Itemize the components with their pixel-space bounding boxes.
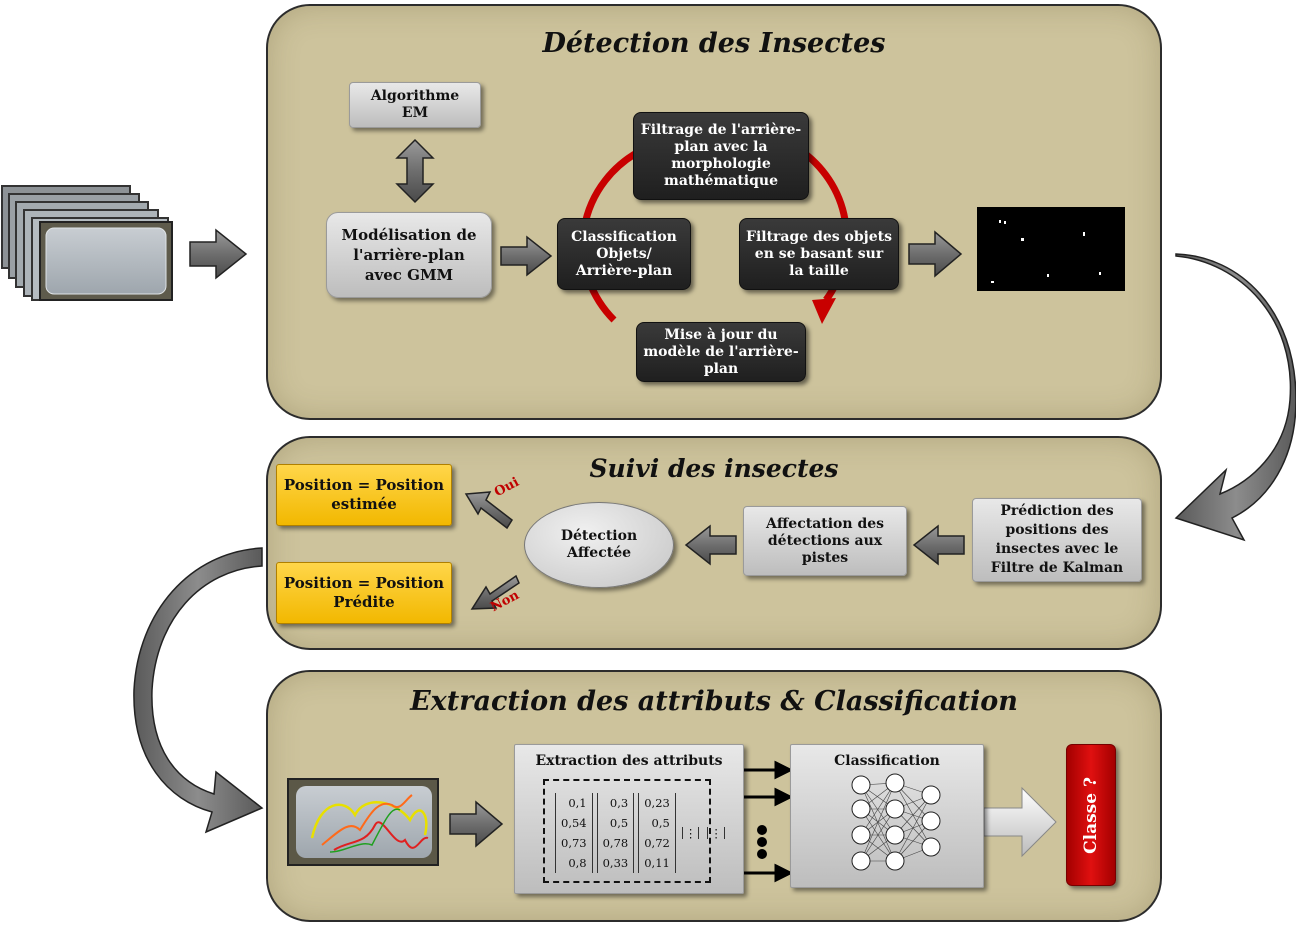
arrow-classif-to-classe [983,786,1057,858]
matrix-cell: 0,8 [568,856,587,870]
morphology-filter-box: Filtrage de l'arrière-plan avec la morph… [633,112,809,200]
arrow-em-gmm [395,138,435,204]
trajectory-image [287,778,439,866]
video-frames-stack [1,185,173,301]
background-update-box: Mise à jour du modèle de l'arrière-plan [636,322,806,382]
neural-network-icon [851,773,941,871]
matrix-col-1: 0,1 0,54 0,73 0,8 [555,793,593,873]
arrow-non [470,574,520,610]
track-assignment-box: Affectation des détections aux pistes [743,506,907,576]
extraction-title: Extraction des attributs & Classificatio… [410,686,1018,717]
feature-extraction-label: Extraction des attributs [535,753,723,769]
arrow-traj-to-extraction [449,800,504,848]
matrix-cell: 0,3 [609,796,629,810]
curve-arrow-tracking-to-extraction [133,547,264,834]
tracking-title: Suivi des insectes [589,454,839,483]
kalman-prediction-box: Prédiction des positions des insectes av… [972,498,1142,582]
gmm-box: Modélisation de l'arrière-plan avec GMM [326,212,492,298]
matrix-col-3: 0,23 0,5 0,72 0,11 [638,793,676,873]
arrow-filter-to-binary [908,230,963,278]
em-algorithm-box: Algorithme EM [349,82,481,128]
curve-arrow-detection-to-tracking [1174,253,1296,542]
matrix-cell: 0,23 [644,796,670,810]
feature-extraction-box: Extraction des attributs 0,1 0,54 0,73 0… [514,744,744,894]
matrix-cell: 0,72 [644,836,670,850]
matrix-col-2: 0,3 0,5 0,78 0,33 [596,793,635,873]
detection-title: Détection des Insectes [542,28,886,59]
class-output-box: Classe ? [1066,744,1116,886]
matrix-cell: 0,78 [602,836,629,850]
assigned-detection-ellipse: Détection Affectée [524,502,674,588]
matrix-ellipsis-col: ⋮ ⋮ [681,827,725,839]
class-output-label: Classe ? [1080,776,1101,854]
arrow-prediction-to-affectation [912,524,965,566]
matrix-cell: 0,1 [568,796,587,810]
feature-arrows [744,760,794,883]
classification-label: Classification [834,753,940,769]
matrix-cell: 0,5 [651,816,670,830]
matrix-cell: 0,11 [644,856,670,870]
arrow-gmm-to-classif [500,235,553,277]
neural-network-box: Classification [790,744,984,888]
estimated-position-box: Position = Position estimée [276,464,452,526]
classification-box: Classification Objets/ Arrière-plan [557,218,691,290]
arrow-affectation-to-detection [684,524,737,566]
matrix-cell: 0,5 [609,816,629,830]
matrix-cell: 0,54 [561,816,587,830]
arrow-frames-to-gmm [189,228,248,280]
feature-matrix: 0,1 0,54 0,73 0,8 0,3 0,5 0,78 0,33 0,23… [543,779,725,883]
matrix-cell: 0,73 [561,836,587,850]
arrow-oui [464,491,513,530]
predicted-position-box: Position = Position Prédite [276,562,452,624]
matrix-cell: 0,33 [602,856,629,870]
binary-image [977,207,1125,291]
size-filter-box: Filtrage des objets en se basant sur la … [739,218,899,290]
